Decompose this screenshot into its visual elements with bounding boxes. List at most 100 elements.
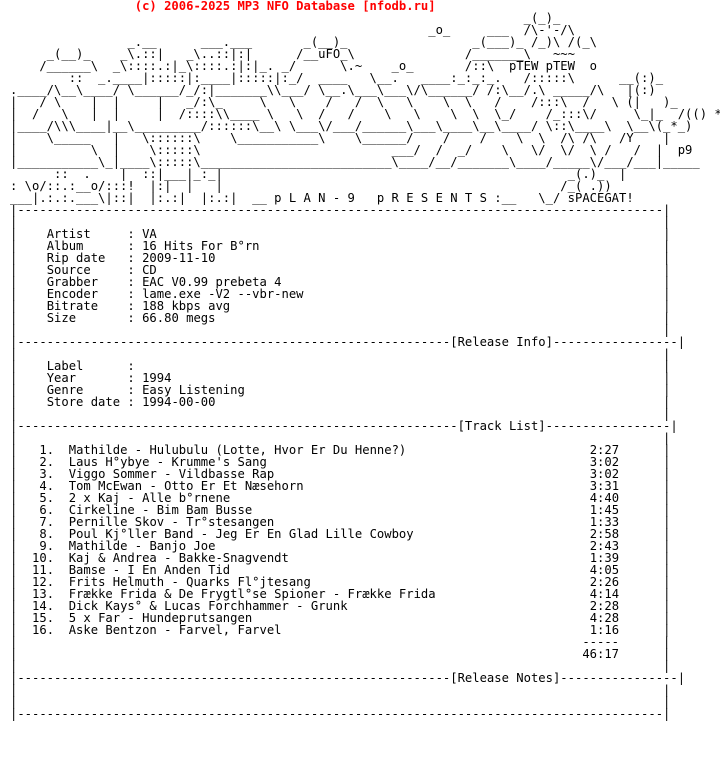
release-info-label: Year : [46, 371, 135, 385]
logo-art-line: | \ | \:::::\ ___/ / _/ \ \/ \/ \ / / | … [10, 144, 720, 156]
tag-value: 16 Hits For B°rn [142, 239, 260, 253]
track-time: 1:39 [589, 551, 620, 565]
nfo-document: (c) 2006-2025 MP3 NFO Database [nfodb.ru… [10, 0, 720, 720]
table-row: | 8. Poul Kj°ller Band - Jeg Er En Glad … [10, 527, 671, 541]
logo-art-text: :: . | ::|___|_:_| _(.)_ | [10, 167, 627, 181]
track-title: Pernille Skov - Tr°stesangen [68, 515, 275, 529]
release-info-rule: |---------------------------------------… [10, 335, 686, 349]
table-row: | 14. Dick Kays° & Lucas Forchhammer - G… [10, 599, 671, 613]
tag-row: | Grabber : EAC V0.99 prebeta 4 | [10, 275, 671, 289]
track-title: 2 x Kaj - Alle b°rnene [68, 491, 231, 505]
logo-art-text: _(__)_ _\.::| _\..::|:| /__uFO_\ /______… [10, 47, 575, 61]
track-number: 9. [39, 539, 55, 553]
tag-value: EAC V0.99 prebeta 4 [142, 275, 282, 289]
logo-art-line: : \o/::.:__o/:::! |:| | | /_( .)) [10, 180, 720, 192]
total-time: 46:17 [582, 647, 620, 661]
track-title: Kaj & Andrea - Bakke-Snagvendt [68, 551, 289, 565]
track-time: 3:31 [589, 479, 620, 493]
track-time: 2:43 [589, 539, 620, 553]
total-rule-row: | ----- | [10, 635, 671, 649]
track-number: 5. [39, 491, 55, 505]
bottom-rule: |---------------------------------------… [10, 707, 671, 721]
logo-art-line: | / \ | | | /::::\\____ \ \ / / \ \ \ \ … [10, 108, 720, 120]
track-number: 3. [39, 467, 55, 481]
logo-art-text: |___________\_|____\:::::\______________… [10, 155, 700, 169]
track-number: 16. [32, 623, 55, 637]
logo-art-line: :: . | ::|___|_:_| _(.)_ | [10, 168, 720, 180]
logo-art-text: _(_)_ [10, 11, 561, 25]
table-row: | 6. Cirkeline - Bim Bam Busse 1:45 | [10, 503, 671, 517]
logo-art-line: _.__ ___.___ _(__)_ _(___)_ /_)\ /(_\ [10, 36, 720, 48]
logo-art-line: /______\ _\::::.:|_\::::.:|:|_. _/ \.~ _… [10, 60, 720, 72]
tag-label: Artist : [46, 227, 135, 241]
track-time: 4:28 [589, 611, 620, 625]
track-number: 4. [39, 479, 55, 493]
blank-line: | | [10, 695, 671, 709]
logo-art-text: _o_ ___ /\-'-/\ [10, 23, 575, 37]
blank-line: | | [10, 215, 671, 229]
tag-value: CD [142, 263, 157, 277]
track-time: 1:33 [589, 515, 620, 529]
track-time: 2:58 [589, 527, 620, 541]
tag-label: Grabber : [46, 275, 135, 289]
track-title: Viggo Sommer - Vildbasse Rap [68, 467, 275, 481]
table-row: | 3. Viggo Sommer - Vildbasse Rap 3:02 | [10, 467, 671, 481]
total-rule: ----- [582, 635, 620, 649]
track-title: Aske Bentzon - Farvel, Farvel [68, 623, 282, 637]
table-row: | 16. Aske Bentzon - Farvel, Farvel 1:16… [10, 623, 671, 637]
track-time: 3:02 [589, 455, 620, 469]
track-number: 2. [39, 455, 55, 469]
track-title: Cirkeline - Bim Bam Busse [68, 503, 253, 517]
logo-art-text: /______\ _\::::.:|_\::::.:|:|_. _/ \.~ _… [10, 59, 597, 73]
track-number: 1. [39, 443, 55, 457]
tag-row: | Source : CD | [10, 263, 671, 277]
tag-label: Album : [46, 239, 135, 253]
table-row: | 2. Laus H°ybye - Krumme's Sang 3:02 | [10, 455, 671, 469]
track-title: 5 x Far - Hundeprutsangen [68, 611, 253, 625]
header-banner: (c) 2006-2025 MP3 NFO Database [nfodb.ru… [134, 0, 436, 13]
track-title: Frits Helmuth - Quarks Fl°jtesang [68, 575, 311, 589]
logo-art-line: _(_)_ [10, 12, 720, 24]
track-time: 2:28 [589, 599, 620, 613]
track-time: 3:02 [589, 467, 620, 481]
track-time: 4:14 [589, 587, 620, 601]
section-rule: |---------------------------------------… [10, 336, 720, 348]
release-info-row: | Store date : 1994-00-00 | [10, 395, 671, 409]
tag-value: 66.80 megs [142, 311, 216, 325]
tag-label: Encoder : [46, 287, 135, 301]
tag-value: 188 kbps avg [142, 299, 231, 313]
table-row: | 9. Mathilde - Banjo Joe 2:43 | [10, 539, 671, 553]
track-list-rule: |---------------------------------------… [10, 419, 678, 433]
track-number: 12. [32, 575, 55, 589]
track-number: 6. [39, 503, 55, 517]
table-row: | 4. Tom McEwan - Otto Er Et Næsehorn 3:… [10, 479, 671, 493]
track-time: 1:16 [589, 623, 620, 637]
table-row: | 1. Mathilde - Hulubulu (Lotte, Hvor Er… [10, 443, 671, 457]
logo-art-text: | \ | \:::::\ ___/ / _/ \ \/ \/ \ / / | … [10, 143, 693, 157]
logo-art-text: ___|.:.:.___\|::| |:.:| |:.:| __ p L A N… [10, 191, 634, 205]
release-info-row: | Year : 1994 | [10, 371, 671, 385]
logo-art-line: ___|.:.:.___\|::| |:.:| |:.:| __ p L A N… [10, 192, 720, 204]
table-row: | 5. 2 x Kaj - Alle b°rnene 4:40 | [10, 491, 671, 505]
tag-row: | Size : 66.80 megs | [10, 311, 671, 325]
section-rule: |---------------------------------------… [10, 204, 720, 216]
table-row: | 11. Bamse - I En Anden Tid 4:05 | [10, 563, 671, 577]
release-info-label: Label : [46, 359, 135, 373]
table-row: | 7. Pernille Skov - Tr°stesangen 1:33 | [10, 515, 671, 529]
tag-label: Rip date : [46, 251, 135, 265]
top-rule: |---------------------------------------… [10, 203, 671, 217]
logo-art-line: |___________\_|____\:::::\______________… [10, 156, 720, 168]
logo-art-line: .____/\__\____/ \______/_/:|_______\\___… [10, 84, 720, 96]
blank-line: | | [10, 347, 671, 361]
section-rule: |---------------------------------------… [10, 420, 720, 432]
track-time: 4:40 [589, 491, 620, 505]
track-number: 13. [32, 587, 55, 601]
logo-art-text: .____/\__\____/ \______/_/:|_______\\___… [10, 83, 656, 97]
tag-row: | Artist : VA | [10, 227, 671, 241]
track-time: 1:45 [589, 503, 620, 517]
release-info-value: 1994 [142, 371, 172, 385]
release-info-label: Store date : [46, 395, 135, 409]
logo-art-text: | / \ | | | /::::\\____ \ \ / / \ \ \ \ … [10, 107, 720, 121]
track-number: 11. [32, 563, 55, 577]
track-time: 4:05 [589, 563, 620, 577]
